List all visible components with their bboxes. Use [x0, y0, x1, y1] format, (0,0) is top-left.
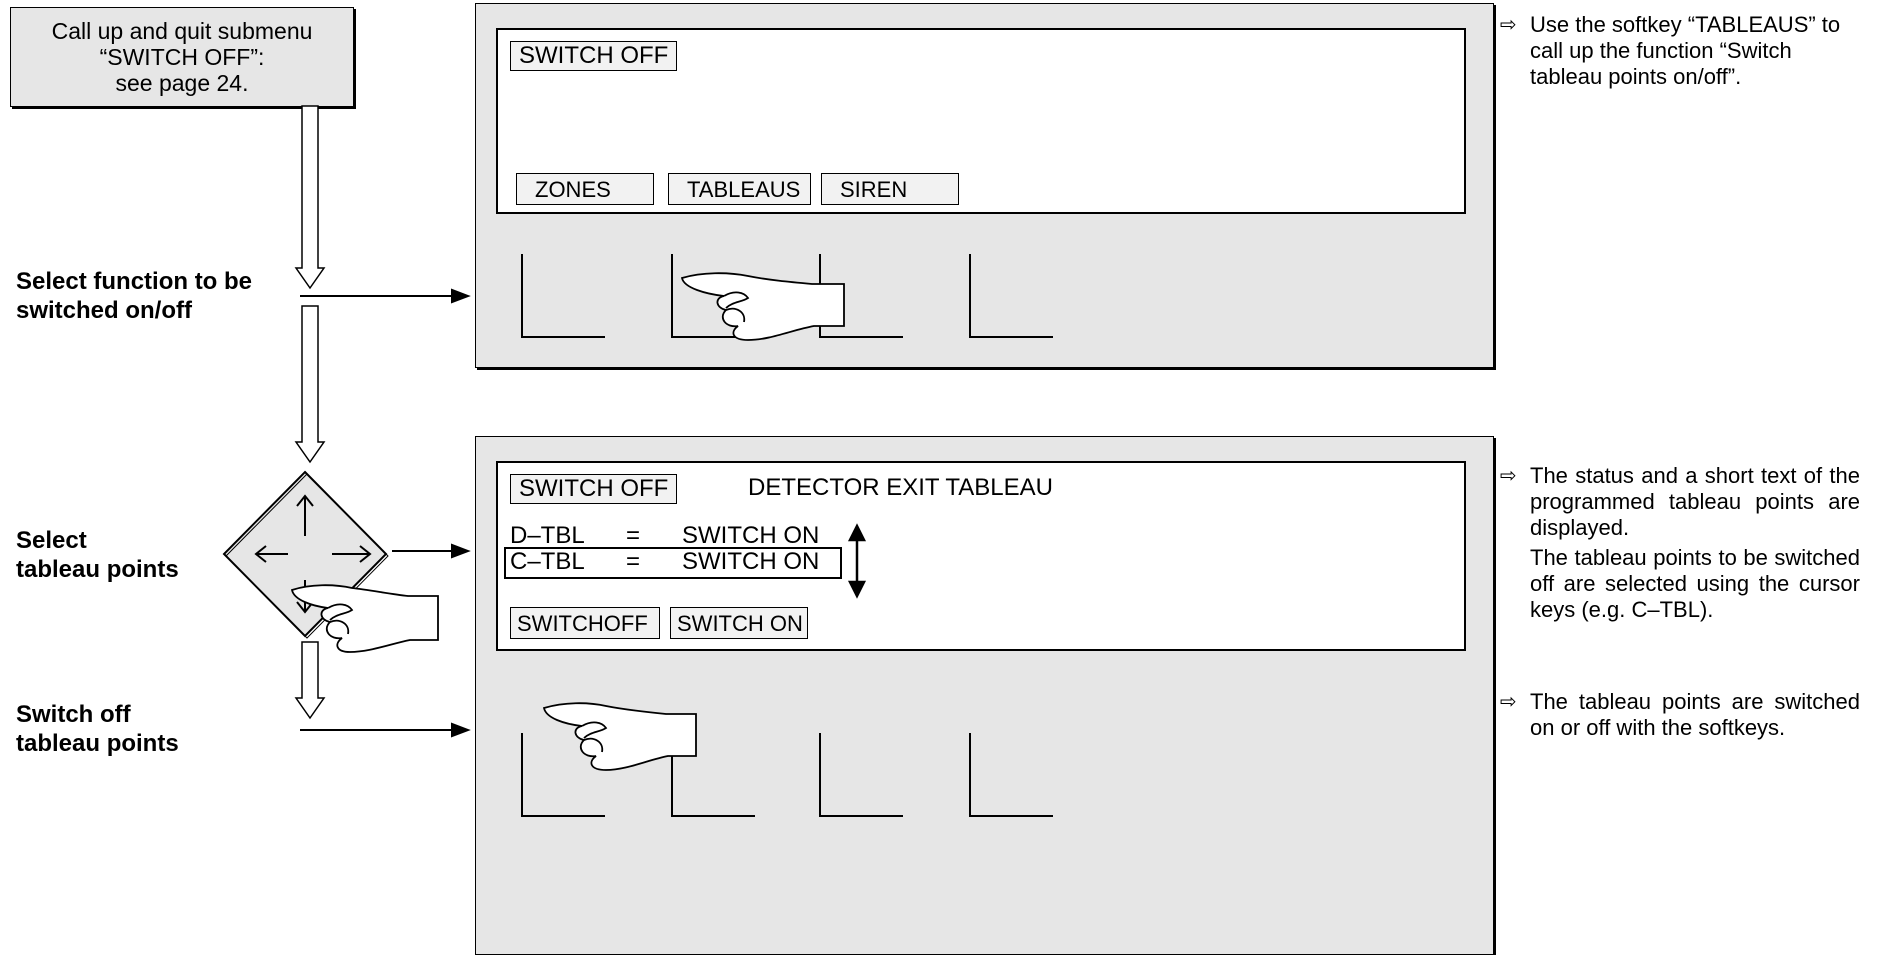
softkey-4[interactable] [969, 254, 1053, 338]
note-text: Use the softkey “TABLEAUS” to call up th… [1530, 12, 1841, 89]
row-eq: = [626, 522, 641, 549]
softkey-label-switchon: SWITCH ON [670, 607, 808, 639]
note-arrow-icon: ⇨ [1500, 14, 1517, 36]
note-bottom-1: ⇨ The status and a short text of the pro… [1500, 463, 1860, 623]
up-down-arrow-icon [847, 523, 867, 599]
note-bottom-2: ⇨ The tableau points are switched on or … [1500, 689, 1860, 741]
step-line: Select [16, 527, 87, 554]
softkey-label-zones: ZONES [516, 173, 654, 205]
bottom-device-panel: SWITCH OFF DETECTOR EXIT TABLEAU D–TBL =… [475, 436, 1494, 955]
step-line: tableau points [16, 556, 179, 583]
softkey-2[interactable] [671, 254, 755, 338]
row-eq: = [626, 548, 641, 575]
row-name: C–TBL [510, 548, 585, 575]
row-name: D–TBL [510, 522, 585, 549]
menu-title: SWITCH OFF [510, 41, 678, 71]
callup-line-1: Call up and quit submenu [51, 18, 313, 44]
menu-title: SWITCH OFF [510, 474, 678, 504]
callup-line-3: see page 24. [115, 70, 249, 96]
bottom-display: SWITCH OFF DETECTOR EXIT TABLEAU D–TBL =… [496, 461, 1466, 651]
selected-row-box[interactable] [504, 547, 842, 579]
step-select-function: Select function to be switched on/off [16, 267, 252, 325]
note-text: The tableau points to be switched off ar… [1530, 545, 1860, 622]
pointing-hand-icon [680, 272, 845, 341]
softkey-1[interactable] [521, 733, 605, 817]
step-switch-off-points: Switch off tableau points [16, 700, 179, 758]
step-line: switched on/off [16, 297, 192, 324]
callup-line-2: “SWITCH OFF”: [99, 44, 265, 70]
display-heading: DETECTOR EXIT TABLEAU [748, 474, 1053, 501]
step-line: Select function to be [16, 268, 253, 295]
softkey-label-switchoff: SWITCHOFF [510, 607, 660, 639]
softkey-label-siren: SIREN [821, 173, 959, 205]
softkey-label-tableaus: TABLEAUS [668, 173, 811, 205]
pointing-hand-icon [290, 584, 439, 653]
note-arrow-icon: ⇨ [1500, 465, 1517, 487]
softkey-1[interactable] [521, 254, 605, 338]
softkey-3[interactable] [819, 733, 903, 817]
note-text: The status and a short text of the progr… [1530, 463, 1860, 540]
softkey-4[interactable] [969, 733, 1053, 817]
top-device-panel: SWITCH OFF ZONES TABLEAUS SIREN [475, 3, 1494, 368]
top-display: SWITCH OFF ZONES TABLEAUS SIREN [496, 28, 1466, 214]
pointing-hand-icon [542, 702, 697, 771]
row-value: SWITCH ON [682, 522, 820, 549]
step-line: tableau points [16, 730, 179, 757]
step-line: Switch off [16, 701, 131, 728]
row-value: SWITCH ON [682, 548, 820, 575]
step-select-points: Select tableau points [16, 526, 179, 584]
note-arrow-icon: ⇨ [1500, 691, 1517, 713]
callup-info-box: Call up and quit submenu “SWITCH OFF”: s… [10, 7, 354, 107]
note-text: The tableau points are switched on or of… [1530, 689, 1860, 740]
note-top: ⇨ Use the softkey “TABLEAUS” to call up … [1500, 12, 1860, 90]
softkey-2[interactable] [671, 733, 755, 817]
